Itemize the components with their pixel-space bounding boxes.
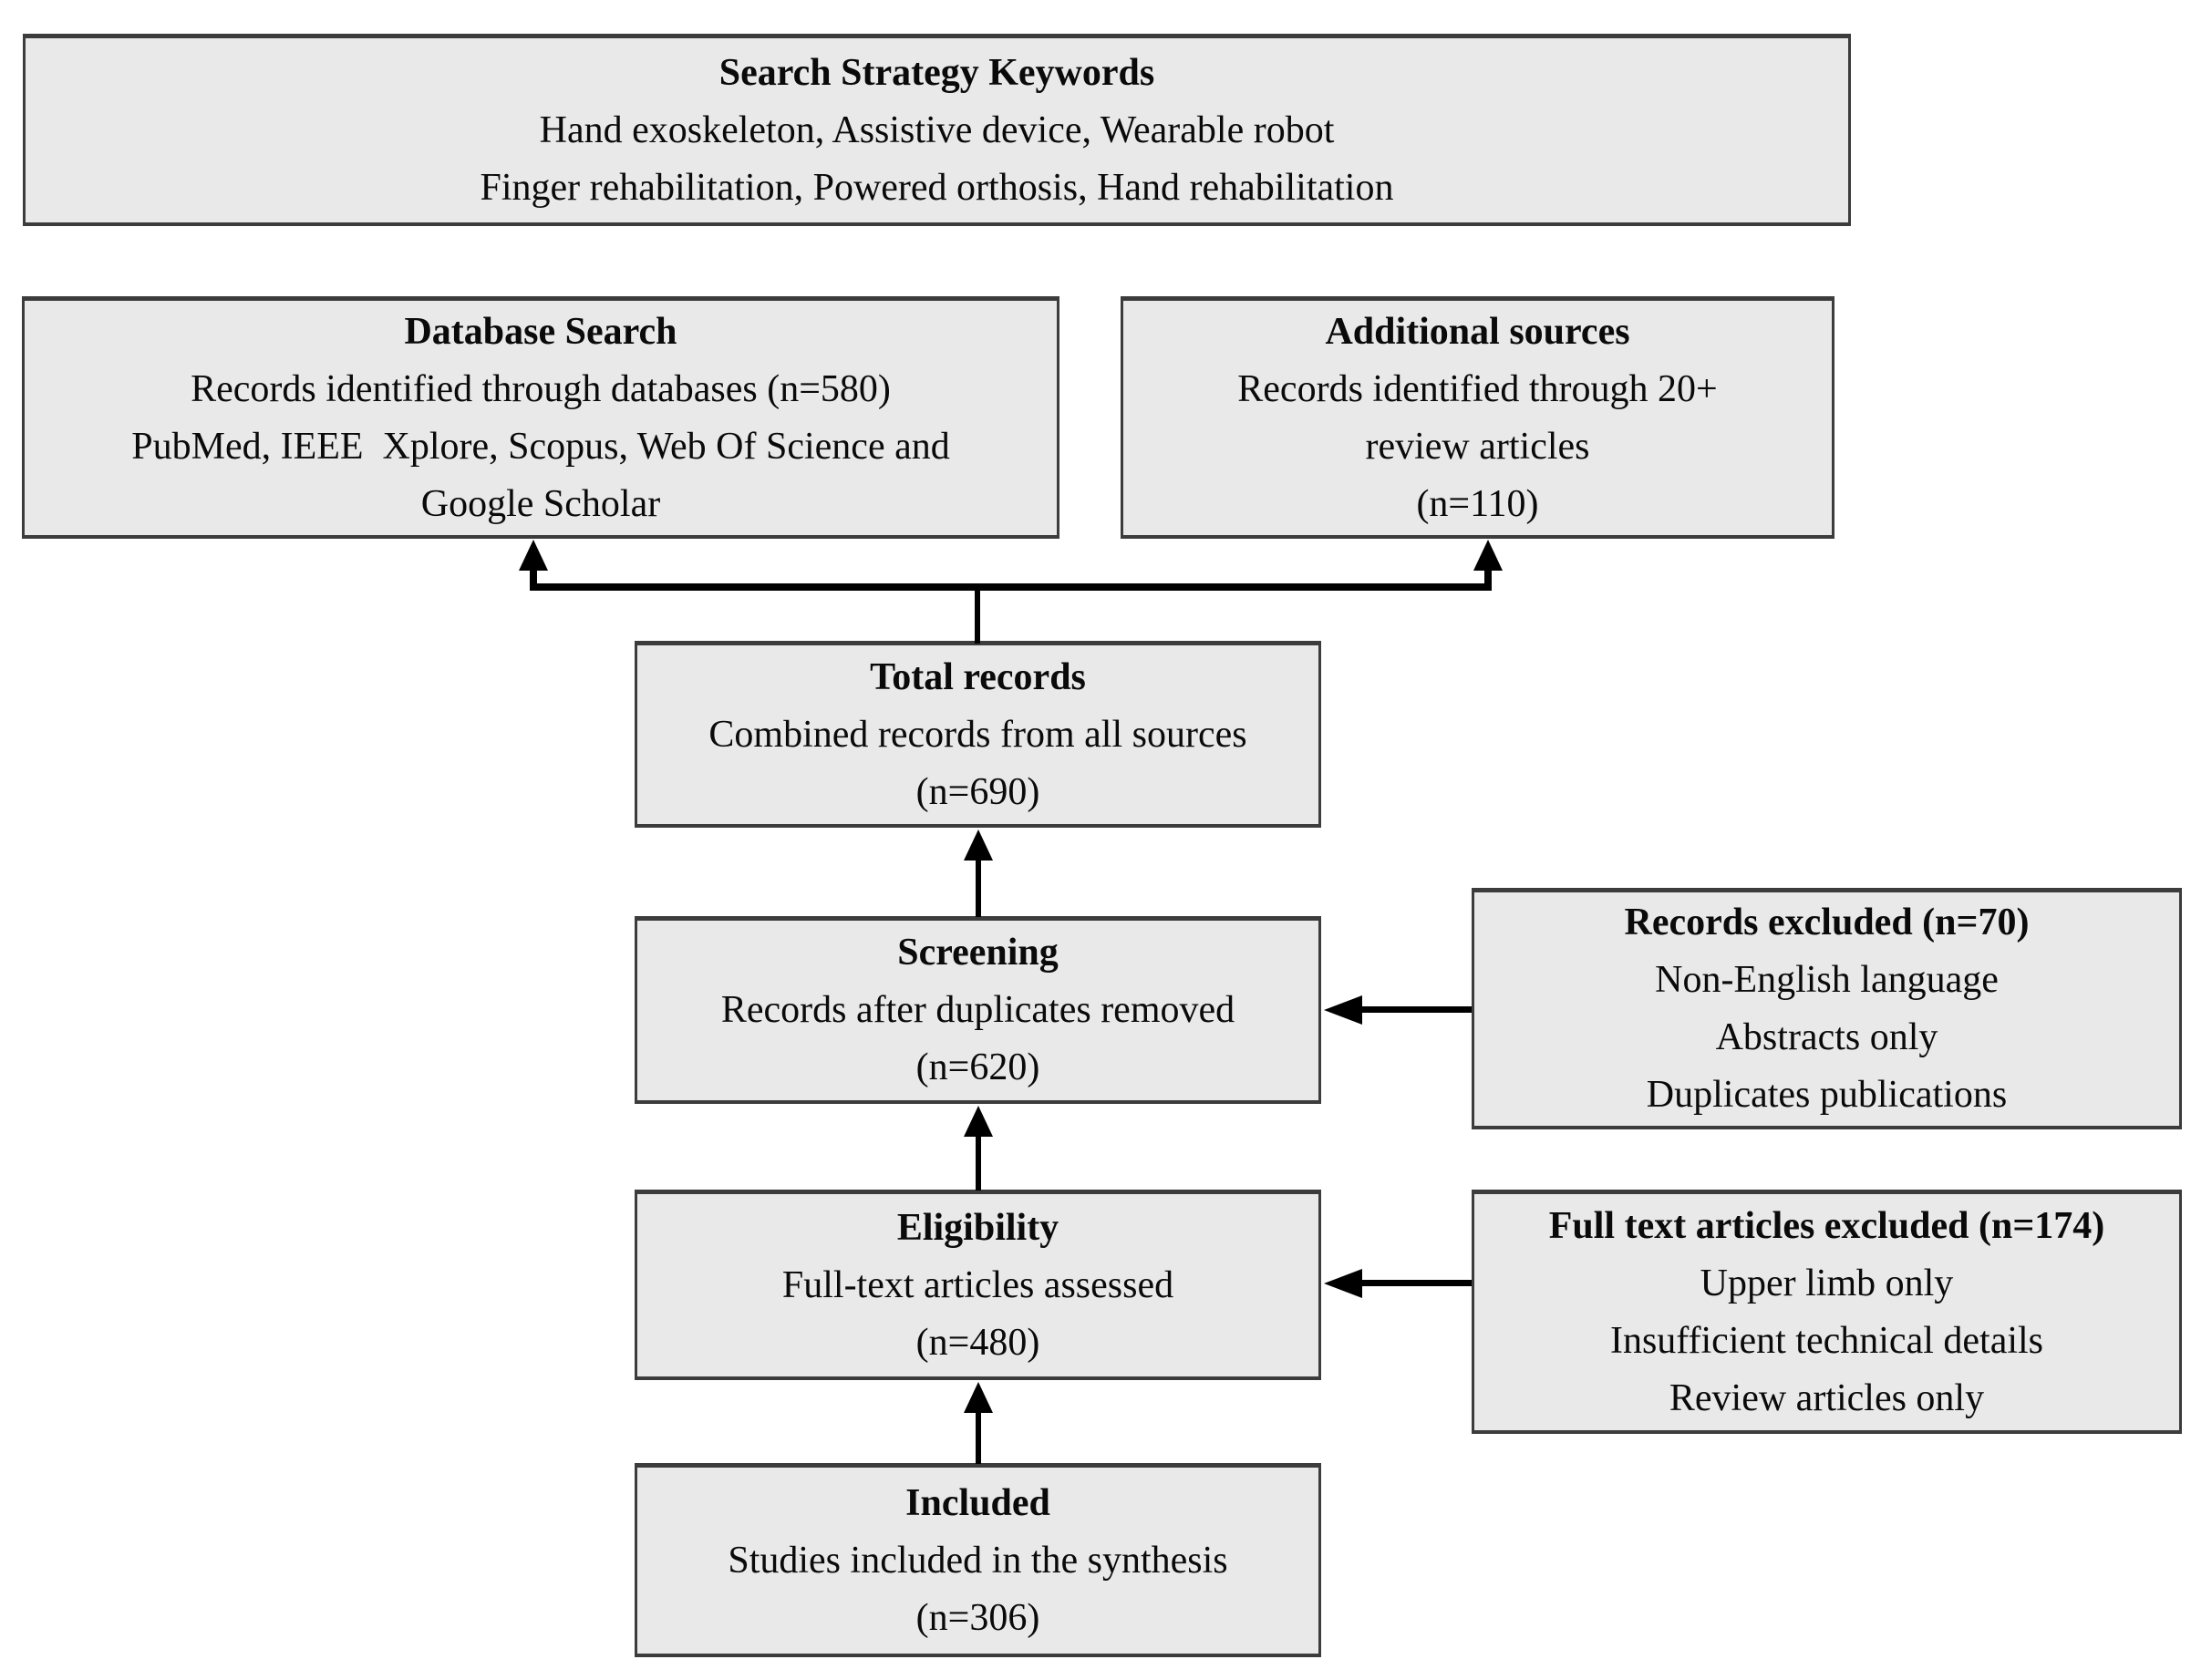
- box-line: Full-text articles assessed: [781, 1263, 1174, 1306]
- box-line: (n=480): [915, 1321, 1040, 1364]
- connector-top-horizontal-line: [533, 583, 1492, 591]
- box-title: Total records: [870, 655, 1086, 698]
- arrow-up-to-total-records-icon: [964, 830, 993, 861]
- box-title: Screening: [897, 932, 1059, 974]
- arrow-left-to-eligibility-icon: [1324, 1269, 1362, 1298]
- box-line: (n=620): [915, 1046, 1040, 1088]
- box-line: Upper limb only: [1700, 1262, 1954, 1304]
- box-line: (n=690): [915, 770, 1040, 813]
- box-total-records: Total records Combined records from all …: [635, 641, 1321, 828]
- box-line: Hand exoskeleton, Assistive device, Wear…: [539, 108, 1335, 151]
- box-title: Full text articles excluded (n=174): [1548, 1204, 2105, 1247]
- box-line: PubMed, IEEE Xplore, Scopus, Web Of Scie…: [131, 425, 950, 468]
- arrow-up-to-screening-icon: [964, 1106, 993, 1137]
- box-line: Combined records from all sources: [708, 713, 1247, 756]
- box-line: review articles: [1365, 425, 1590, 468]
- box-line: Insufficient technical details: [1609, 1319, 2044, 1362]
- arrow-up-to-database-search-icon: [519, 540, 548, 571]
- box-line: (n=306): [915, 1596, 1040, 1639]
- connector-screening-to-total-line: [976, 859, 981, 917]
- connector-total-records-drop-line: [975, 583, 980, 644]
- box-title: Included: [905, 1481, 1050, 1524]
- box-eligibility: Eligibility Full-text articles assessed …: [635, 1190, 1321, 1380]
- box-line: Non-English language: [1655, 959, 1999, 1001]
- arrow-up-to-additional-sources-icon: [1473, 540, 1503, 571]
- connector-right-stub-line: [1484, 562, 1492, 591]
- box-fulltext-excluded: Full text articles excluded (n=174) Uppe…: [1472, 1190, 2182, 1434]
- connector-records-excluded-line: [1360, 1006, 1472, 1013]
- box-line: Records identified through databases (n=…: [191, 367, 891, 410]
- box-line: Abstracts only: [1715, 1016, 1938, 1058]
- box-line: Google Scholar: [420, 482, 661, 525]
- box-line: Finger rehabilitation, Powered orthosis,…: [480, 166, 1394, 209]
- arrow-left-to-screening-icon: [1324, 995, 1362, 1025]
- box-title: Eligibility: [896, 1206, 1059, 1249]
- box-line: Studies included in the synthesis: [728, 1539, 1228, 1582]
- box-title: Search Strategy Keywords: [718, 51, 1155, 94]
- connector-included-to-eligibility-line: [976, 1411, 981, 1464]
- box-records-excluded: Records excluded (n=70) Non-English lang…: [1472, 888, 2182, 1129]
- arrow-up-to-eligibility-icon: [964, 1382, 993, 1413]
- box-title: Additional sources: [1325, 310, 1630, 353]
- box-line: Review articles only: [1669, 1376, 1985, 1419]
- box-screening: Screening Records after duplicates remov…: [635, 916, 1321, 1104]
- box-line: Records identified through 20+: [1237, 367, 1718, 410]
- box-line: (n=110): [1416, 482, 1539, 525]
- box-line: Records after duplicates removed: [720, 989, 1235, 1031]
- box-additional-sources: Additional sources Records identified th…: [1121, 296, 1834, 539]
- box-title: Database Search: [404, 310, 677, 353]
- box-database-search: Database Search Records identified throu…: [22, 296, 1059, 539]
- connector-eligibility-to-screening-line: [976, 1135, 981, 1190]
- box-search-strategy-keywords: Search Strategy Keywords Hand exoskeleto…: [23, 34, 1851, 226]
- connector-left-stub-line: [530, 562, 537, 591]
- box-included: Included Studies included in the synthes…: [635, 1463, 1321, 1657]
- box-title: Records excluded (n=70): [1624, 902, 2030, 943]
- box-line: Duplicates publications: [1646, 1074, 2008, 1116]
- connector-fulltext-excluded-line: [1360, 1280, 1472, 1286]
